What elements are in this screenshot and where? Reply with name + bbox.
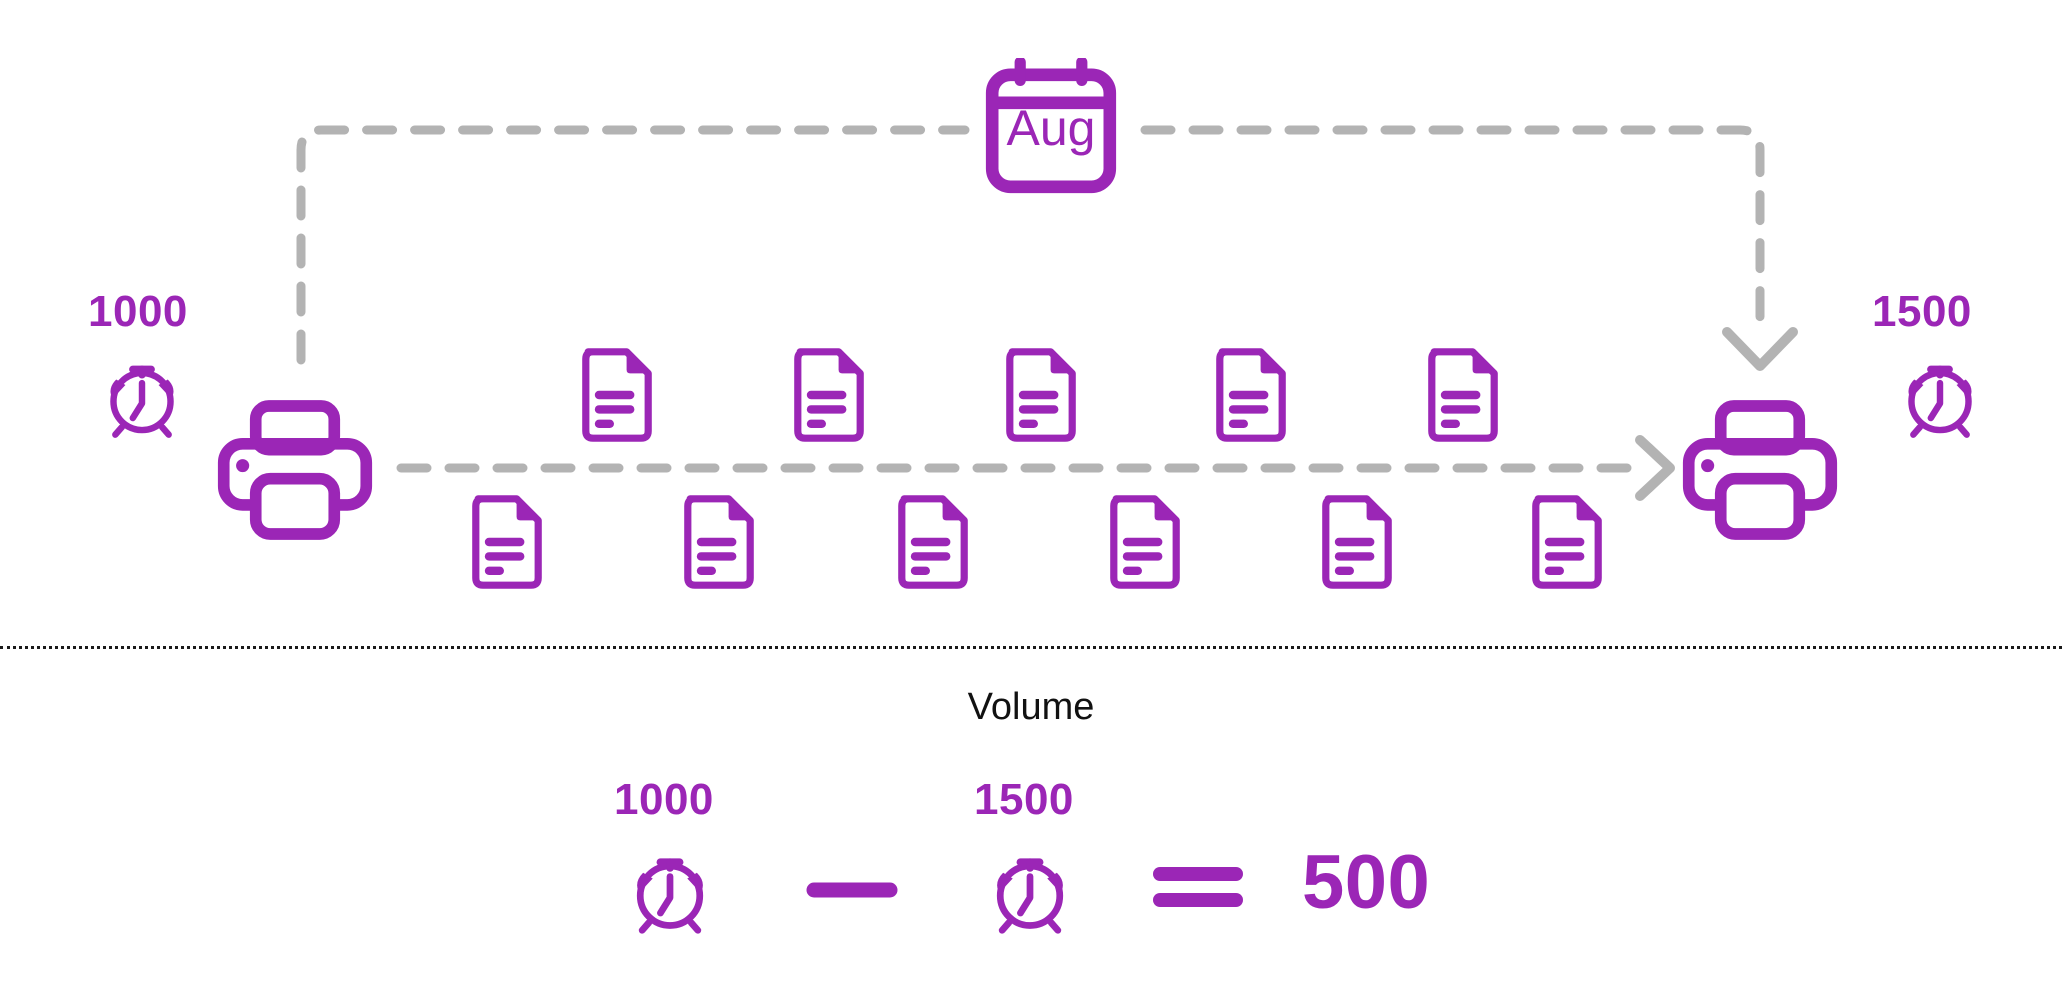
equation-subtrahend-value: 1500 xyxy=(974,775,1074,824)
alarm-clock-icon xyxy=(110,365,174,438)
document-icon xyxy=(1110,495,1180,589)
document-icon xyxy=(1532,495,1602,589)
document-icon xyxy=(1428,348,1498,442)
document-icon xyxy=(1216,348,1286,442)
right-meter-reading: 1500 xyxy=(1872,287,1972,336)
equation-minuend-value: 1000 xyxy=(614,775,714,824)
calendar-month-label: Aug xyxy=(1006,100,1096,156)
calendar-icon xyxy=(985,58,1117,194)
left-meter-reading: 1000 xyxy=(88,287,188,336)
connector-right-branch xyxy=(1140,125,1765,335)
equation-result-value: 500 xyxy=(1302,840,1431,925)
arrowhead-down-icon xyxy=(1722,327,1798,371)
section-divider xyxy=(0,646,2062,649)
alarm-clock-icon xyxy=(636,858,704,934)
alarm-clock-icon xyxy=(996,858,1064,934)
printer-icon xyxy=(217,400,373,540)
alarm-clock-icon xyxy=(1908,365,1972,438)
arrowhead-right-icon xyxy=(1635,435,1675,501)
document-icon xyxy=(794,348,864,442)
document-icon xyxy=(472,495,542,589)
document-icon xyxy=(1322,495,1392,589)
minus-sign-icon xyxy=(806,882,898,898)
document-icon xyxy=(582,348,652,442)
document-icon xyxy=(898,495,968,589)
printer-icon xyxy=(1682,400,1838,540)
document-icon xyxy=(684,495,754,589)
document-icon xyxy=(1006,348,1076,442)
volume-caption: Volume xyxy=(967,686,1095,728)
connector-left-branch xyxy=(296,125,970,365)
equals-sign-icon xyxy=(1153,867,1243,907)
